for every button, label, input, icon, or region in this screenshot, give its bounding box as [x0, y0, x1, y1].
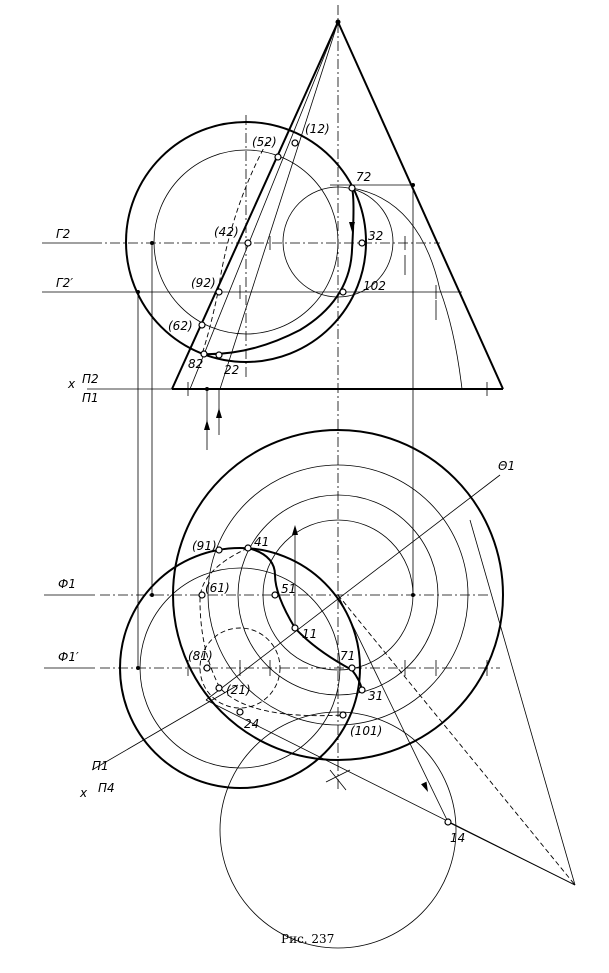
point-5-1 — [271, 591, 279, 599]
point-4-1 — [244, 544, 252, 552]
label-P1-bottom: П1 — [92, 759, 109, 773]
label-point-9-2: (92) — [191, 276, 216, 290]
dashed-line-to-apex-p4 — [337, 594, 576, 886]
arrow-head-top — [292, 525, 298, 535]
cone-section-curve — [351, 187, 463, 390]
point-3-2 — [358, 239, 366, 247]
label-point-2-4: 24 — [244, 717, 259, 731]
label-point-10-1: (101) — [350, 724, 382, 738]
point-10-1 — [339, 711, 347, 719]
aux-generatrix-1 — [189, 21, 339, 390]
point-2-4 — [236, 708, 244, 716]
dot-base-1 — [205, 387, 209, 391]
line-to-1-4 — [337, 594, 449, 823]
dot-7-right — [411, 183, 415, 187]
intersection-curve-top-hidden — [199, 547, 344, 717]
label-point-8-1: (81) — [188, 649, 213, 663]
point-5-2 — [274, 153, 282, 161]
label-point-3-1: 31 — [368, 689, 383, 703]
point-2-1 — [215, 684, 223, 692]
intersection-curve-top — [247, 547, 363, 691]
point-1-4 — [444, 818, 452, 826]
intersection-curve-front-hidden — [201, 141, 268, 355]
plane-Theta1-line — [205, 474, 501, 701]
dot-F1-left — [150, 593, 154, 597]
tangent-line-p4 — [469, 519, 576, 886]
arrow-head-1 — [204, 420, 210, 430]
label-point-2-2: 22 — [224, 363, 239, 377]
point-7-2 — [348, 184, 356, 192]
point-8-1 — [203, 664, 211, 672]
arrow-head-2 — [216, 408, 222, 418]
label-point-6-1: (61) — [205, 581, 230, 595]
label-point-6-2: (62) — [168, 319, 193, 333]
label-F1p: Ф1′ — [58, 650, 79, 664]
point-3-1 — [358, 686, 366, 694]
label-point-1-4: 14 — [450, 831, 465, 845]
tick-marks-front — [187, 236, 488, 396]
point-2-2 — [215, 351, 223, 359]
label-point-8-2: 82 — [188, 357, 203, 371]
tick-marks-top — [187, 660, 488, 676]
label-point-10-2: 102 — [363, 279, 386, 293]
label-point-2-1: (21) — [226, 683, 251, 697]
auxiliary-circle-front — [282, 186, 394, 298]
cone-right-generatrix — [337, 21, 504, 390]
point-7-1 — [348, 664, 356, 672]
point-9-2 — [215, 288, 223, 296]
label-point-5-1: 51 — [281, 582, 296, 596]
auxiliary-circle-p4 — [219, 711, 457, 949]
point-9-1 — [215, 546, 223, 554]
label-Theta1: Θ1 — [498, 459, 515, 473]
label-x-top: x — [67, 377, 76, 391]
label-point-9-1: (91) — [192, 539, 217, 553]
label-G2p: Г2′ — [56, 276, 73, 290]
dot-G-left — [150, 241, 154, 245]
label-point-7-2: 72 — [356, 170, 371, 184]
line-14-apex — [447, 821, 576, 886]
arrow-head-p4 — [421, 781, 428, 792]
point-1-1 — [291, 624, 299, 632]
label-P4-bottom: П4 — [98, 781, 115, 795]
label-G2: Г2 — [56, 227, 70, 241]
dot-Gp-left — [136, 290, 140, 294]
cone-left-generatrix — [171, 21, 339, 390]
top-view — [44, 429, 576, 949]
label-point-3-2: 32 — [368, 229, 383, 243]
labels: Г2 Г2′ Ф1 Ф1′ Θ1 x П2 П1 x П1 П4 (52) (1… — [42, 122, 515, 845]
figure-caption: Рис. 237 — [281, 932, 334, 946]
dot-F1-right — [411, 593, 415, 597]
label-point-5-2: (52) — [252, 135, 277, 149]
cross-mark — [325, 769, 351, 791]
point-6-1 — [198, 591, 206, 599]
label-F1: Ф1 — [58, 577, 76, 591]
aux-generatrix-2 — [219, 21, 339, 390]
intersection-curve-front-visible — [201, 187, 355, 356]
label-P1-top: П1 — [82, 391, 99, 405]
point-8-2 — [200, 350, 208, 358]
point-4-2 — [244, 239, 252, 247]
arrow-head-3 — [349, 222, 355, 232]
label-point-1-1: 11 — [302, 627, 317, 641]
label-x-bottom: x — [79, 786, 88, 800]
point-10-2 — [339, 288, 347, 296]
label-point-4-2: (42) — [214, 225, 239, 239]
label-point-1-2: (12) — [305, 122, 330, 136]
point-6-2 — [198, 321, 206, 329]
dot-F1p-left — [136, 666, 140, 670]
label-P2-top: П2 — [82, 372, 99, 386]
x-axis-p1-p4 — [91, 684, 239, 771]
point-1-2 — [291, 139, 299, 147]
label-point-4-1: 41 — [254, 535, 269, 549]
front-view — [87, 5, 504, 790]
label-point-7-1: 71 — [340, 649, 355, 663]
